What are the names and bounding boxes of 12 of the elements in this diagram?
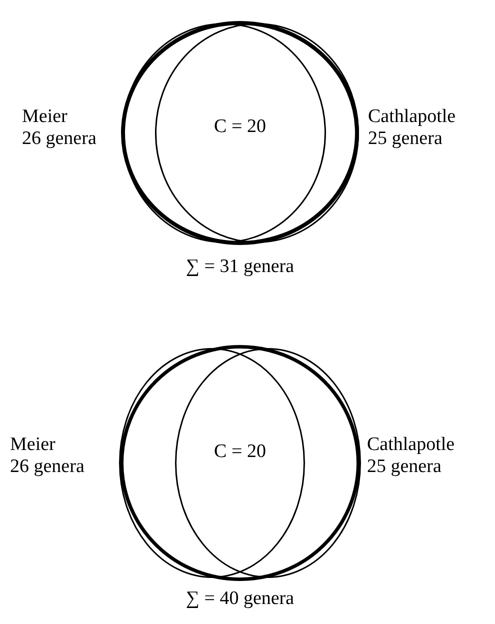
set-label: Cathlapotle (367, 434, 455, 456)
sum-label: ∑ = 31 genera (186, 256, 294, 278)
sum-label: ∑ = 40 genera (186, 588, 294, 610)
set-label: 25 genera (368, 128, 442, 150)
intersection-label: C = 20 (214, 116, 266, 138)
intersection-label: C = 20 (214, 441, 266, 463)
set-label: Cathlapotle (368, 106, 456, 128)
set-label: Meier (10, 434, 56, 456)
set-label: 25 genera (367, 456, 442, 478)
set-label: 26 genera (22, 128, 96, 150)
set-label: Meier (22, 106, 68, 128)
set-label: 26 genera (10, 456, 84, 478)
